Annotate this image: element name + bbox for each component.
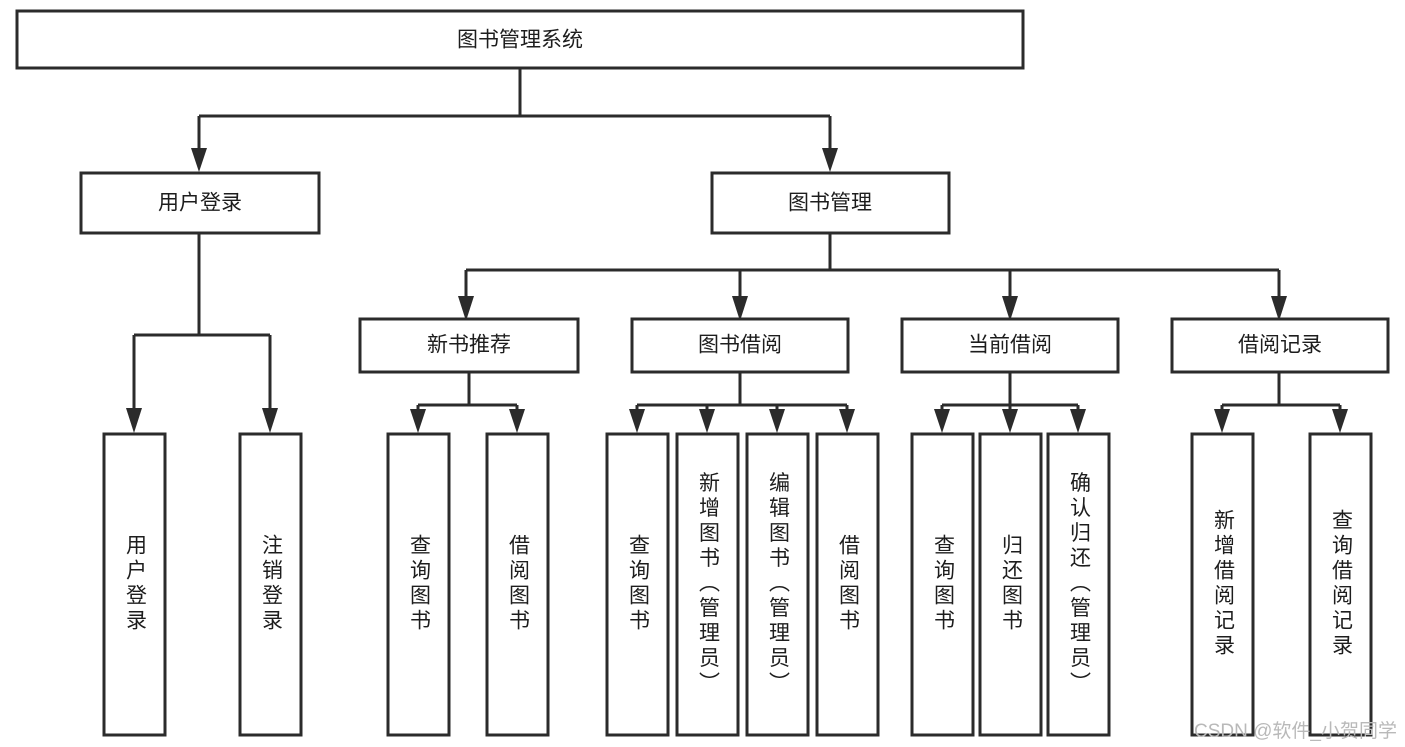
node-leaf-user-login-label: 用户登录 (124, 534, 148, 634)
connector-group-new-book-recommend (410, 372, 525, 433)
arrow-to-leaf-return-book-icon (1002, 409, 1018, 433)
connector-group-book-borrow (629, 372, 855, 433)
node-leaf-confirm-return-box[interactable] (1046, 432, 1111, 737)
node-user-login[interactable]: 用户登录 (79, 171, 321, 235)
node-new-book-recommend-label: 新书推荐 (427, 334, 511, 357)
arrow-to-book-borrow-icon (732, 296, 748, 321)
node-leaf-edit-book-label: 编辑图书（管理员） (767, 472, 791, 697)
node-current-borrow-label: 当前借阅 (968, 334, 1052, 357)
node-user-login-box[interactable] (79, 171, 321, 235)
connector-group-user-login (126, 233, 278, 433)
node-leaf-add-record-label: 新增借阅记录 (1212, 509, 1236, 659)
node-current-borrow-box[interactable] (900, 317, 1120, 374)
node-leaf-add-record[interactable]: 新增借阅记录 (1190, 432, 1255, 737)
node-new-book-recommend[interactable]: 新书推荐 (358, 317, 580, 374)
node-leaf-edit-book[interactable]: 编辑图书（管理员） (745, 432, 810, 737)
node-leaf-query-record-box[interactable] (1308, 432, 1373, 737)
arrow-to-leaf-query-book-2-icon (629, 409, 645, 433)
node-leaf-confirm-return[interactable]: 确认归还（管理员） (1046, 432, 1111, 737)
node-book-manage-label: 图书管理 (788, 192, 872, 215)
node-leaf-query-book-1[interactable]: 查询图书 (386, 432, 451, 737)
node-leaf-logout-login-label: 注销登录 (260, 534, 284, 634)
node-leaf-query-book-2[interactable]: 查询图书 (605, 432, 670, 737)
node-leaf-query-book-2-box[interactable] (605, 432, 670, 737)
node-leaf-query-record-label: 查询借阅记录 (1330, 509, 1354, 659)
node-leaf-query-book-3[interactable]: 查询图书 (910, 432, 975, 737)
node-leaf-borrow-book-1[interactable]: 借阅图书 (485, 432, 550, 737)
node-leaf-query-record[interactable]: 查询借阅记录 (1308, 432, 1373, 737)
node-leaf-query-book-1-box[interactable] (386, 432, 451, 737)
node-leaf-add-record-box[interactable] (1190, 432, 1255, 737)
node-leaf-query-book-1-label: 查询图书 (408, 534, 432, 634)
node-user-login-label: 用户登录 (158, 192, 242, 215)
node-leaf-query-book-3-box[interactable] (910, 432, 975, 737)
arrow-to-leaf-borrow-book-2-icon (839, 409, 855, 433)
arrow-to-new-book-recommend-icon (458, 296, 474, 321)
node-book-borrow-label: 图书借阅 (698, 334, 782, 357)
node-borrow-record[interactable]: 借阅记录 (1170, 317, 1390, 374)
arrow-to-leaf-edit-book-icon (769, 409, 785, 433)
node-book-borrow[interactable]: 图书借阅 (630, 317, 850, 374)
arrow-to-leaf-query-book-3-icon (934, 409, 950, 433)
arrow-to-leaf-query-record-icon (1332, 409, 1348, 433)
connector-group-current-borrow (934, 372, 1086, 433)
connector-group-book-manage (458, 233, 1287, 321)
node-leaf-return-book-label: 归还图书 (1000, 534, 1024, 634)
arrow-to-leaf-confirm-return-icon (1070, 409, 1086, 433)
node-book-manage[interactable]: 图书管理 (710, 171, 951, 235)
arrow-root-to-user-login-icon (191, 148, 207, 172)
node-root-label: 图书管理系统 (457, 29, 583, 52)
node-leaf-borrow-book-2-label: 借阅图书 (837, 534, 861, 634)
arrow-to-current-borrow-icon (1002, 296, 1018, 321)
node-leaf-borrow-book-2[interactable]: 借阅图书 (815, 432, 880, 737)
arrow-to-leaf-logout-login-icon (262, 408, 278, 433)
node-leaf-add-book[interactable]: 新增图书（管理员） (675, 432, 740, 737)
arrow-to-leaf-add-book-icon (699, 409, 715, 433)
node-leaf-return-book-box[interactable] (978, 432, 1043, 737)
node-leaf-query-book-2-label: 查询图书 (627, 534, 651, 634)
node-leaf-borrow-book-1-label: 借阅图书 (507, 534, 531, 634)
node-borrow-record-box[interactable] (1170, 317, 1390, 374)
node-leaf-confirm-return-label: 确认归还（管理员） (1068, 472, 1092, 697)
node-current-borrow[interactable]: 当前借阅 (900, 317, 1120, 374)
node-root[interactable]: 图书管理系统 (15, 9, 1025, 70)
node-leaf-borrow-book-1-box[interactable] (485, 432, 550, 737)
node-book-borrow-box[interactable] (630, 317, 850, 374)
node-book-manage-box[interactable] (710, 171, 951, 235)
node-leaf-user-login-box[interactable] (102, 432, 167, 737)
arrow-to-leaf-query-book-1-icon (410, 409, 426, 433)
node-leaf-logout-login[interactable]: 注销登录 (238, 432, 303, 737)
node-new-book-recommend-box[interactable] (358, 317, 580, 374)
arrow-to-leaf-user-login-icon (126, 408, 142, 433)
node-leaf-return-book[interactable]: 归还图书 (978, 432, 1043, 737)
arrow-to-leaf-borrow-book-1-icon (509, 409, 525, 433)
node-root-box[interactable] (15, 9, 1025, 70)
node-leaf-edit-book-box[interactable] (745, 432, 810, 737)
node-leaf-add-book-label: 新增图书（管理员） (697, 472, 721, 697)
node-borrow-record-label: 借阅记录 (1238, 334, 1322, 357)
arrow-to-leaf-add-record-icon (1214, 409, 1230, 433)
node-leaf-query-book-3-label: 查询图书 (932, 534, 956, 634)
connector-group-root (191, 68, 838, 172)
node-leaf-logout-login-box[interactable] (238, 432, 303, 737)
arrow-to-borrow-record-icon (1271, 296, 1287, 321)
node-leaf-borrow-book-2-box[interactable] (815, 432, 880, 737)
node-leaf-add-book-box[interactable] (675, 432, 740, 737)
connector-group-borrow-record (1214, 372, 1348, 433)
arrow-root-to-book-manage-icon (822, 148, 838, 172)
node-leaf-user-login[interactable]: 用户登录 (102, 432, 167, 737)
